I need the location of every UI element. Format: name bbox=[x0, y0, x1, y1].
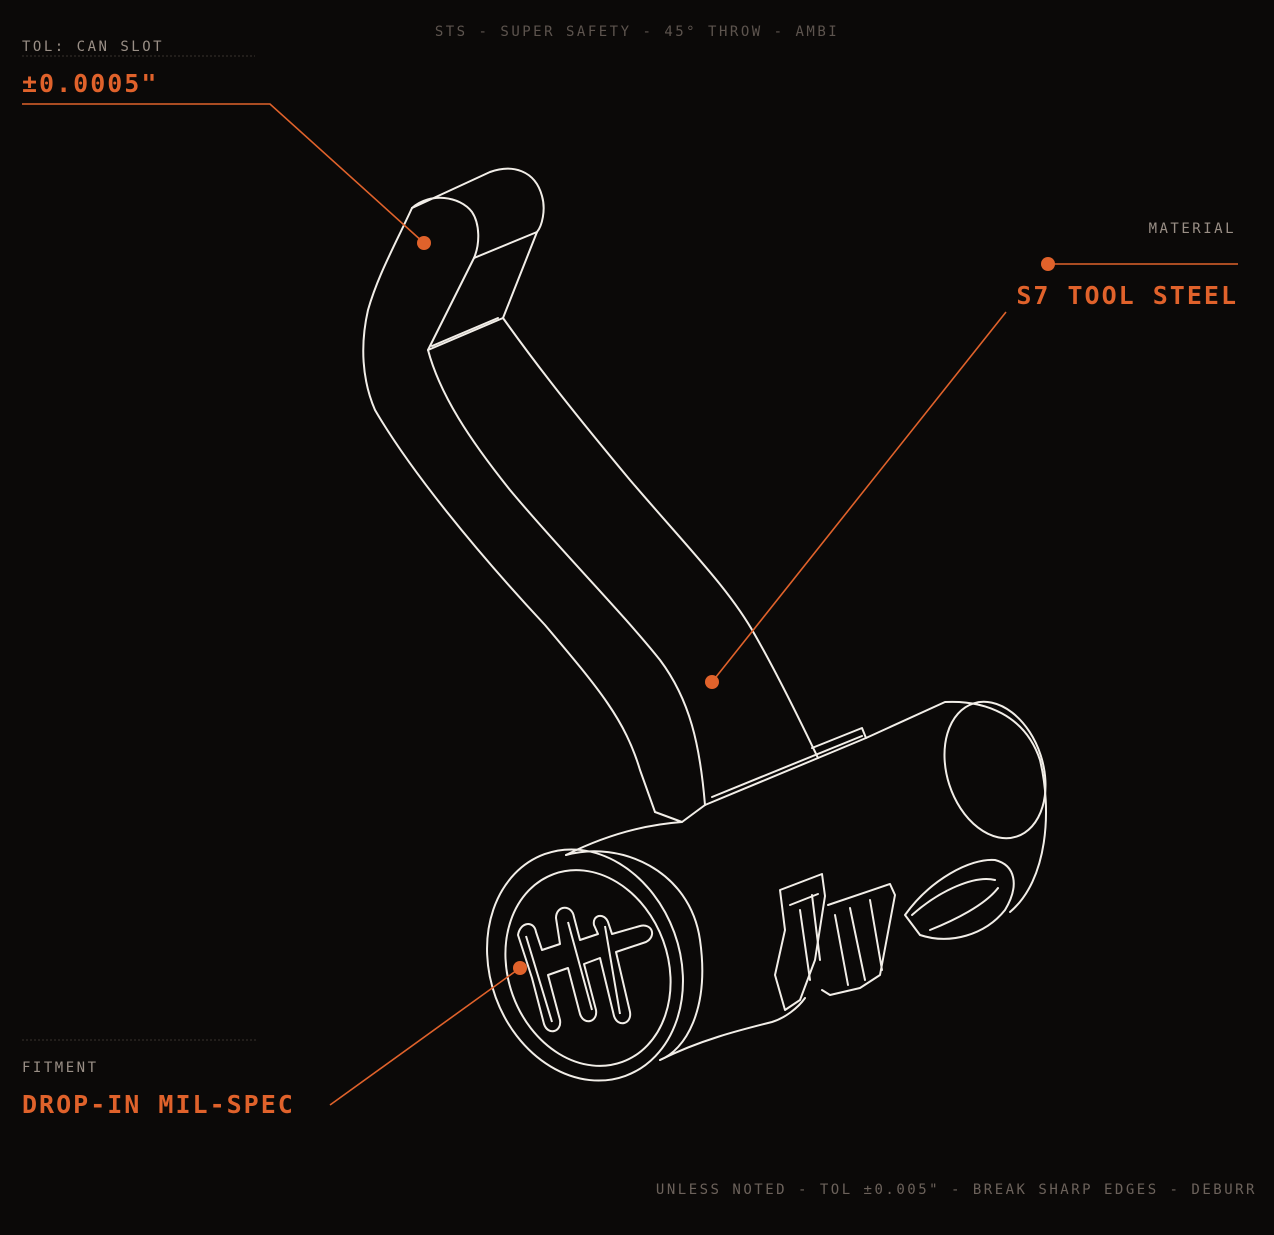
material-pointer bbox=[711, 311, 1007, 683]
lever-step bbox=[427, 231, 538, 351]
material-caption: MATERIAL bbox=[1148, 221, 1236, 237]
safety-selector-line-drawing bbox=[362, 167, 1047, 1082]
lever-base bbox=[654, 727, 867, 823]
tolerance-value: ±0.0005" bbox=[22, 69, 159, 98]
caption-rules bbox=[22, 55, 258, 1041]
detent-window bbox=[904, 858, 1015, 940]
callout-dots bbox=[417, 236, 1055, 975]
detent-groove bbox=[821, 883, 896, 996]
barrel-front-face-inner bbox=[504, 869, 672, 1067]
barrel-bottom bbox=[659, 997, 806, 1061]
fitment-value: DROP-IN MIL-SPEC bbox=[22, 1090, 295, 1119]
fitment-caption: FITMENT bbox=[22, 1060, 99, 1076]
material-target-dot bbox=[705, 675, 719, 689]
fitment-leader bbox=[329, 967, 521, 1106]
barrel-rear-end bbox=[943, 700, 1047, 840]
footer-note: UNLESS NOTED - TOL ±0.005" - BREAK SHARP… bbox=[655, 1182, 1257, 1198]
material-dot bbox=[1041, 257, 1055, 271]
detent-notch bbox=[774, 873, 826, 1011]
hf-logo bbox=[517, 906, 654, 1033]
lever-back-edge bbox=[502, 317, 819, 759]
material-value: S7 TOOL STEEL bbox=[1016, 281, 1238, 310]
lever-top-face bbox=[411, 167, 545, 259]
tolerance-dot bbox=[417, 236, 431, 250]
fitment-dot bbox=[513, 961, 527, 975]
lever-outer-edge bbox=[362, 207, 656, 813]
callout-leaders bbox=[22, 103, 1238, 1106]
lever-inner-edge bbox=[427, 349, 706, 806]
barrel-front-face bbox=[486, 848, 684, 1082]
tolerance-caption: TOL: CAN SLOT bbox=[22, 39, 165, 55]
tolerance-leader bbox=[22, 103, 425, 244]
drawing-title: STS - SUPER SAFETY - 45° THROW - AMBI bbox=[434, 24, 840, 40]
